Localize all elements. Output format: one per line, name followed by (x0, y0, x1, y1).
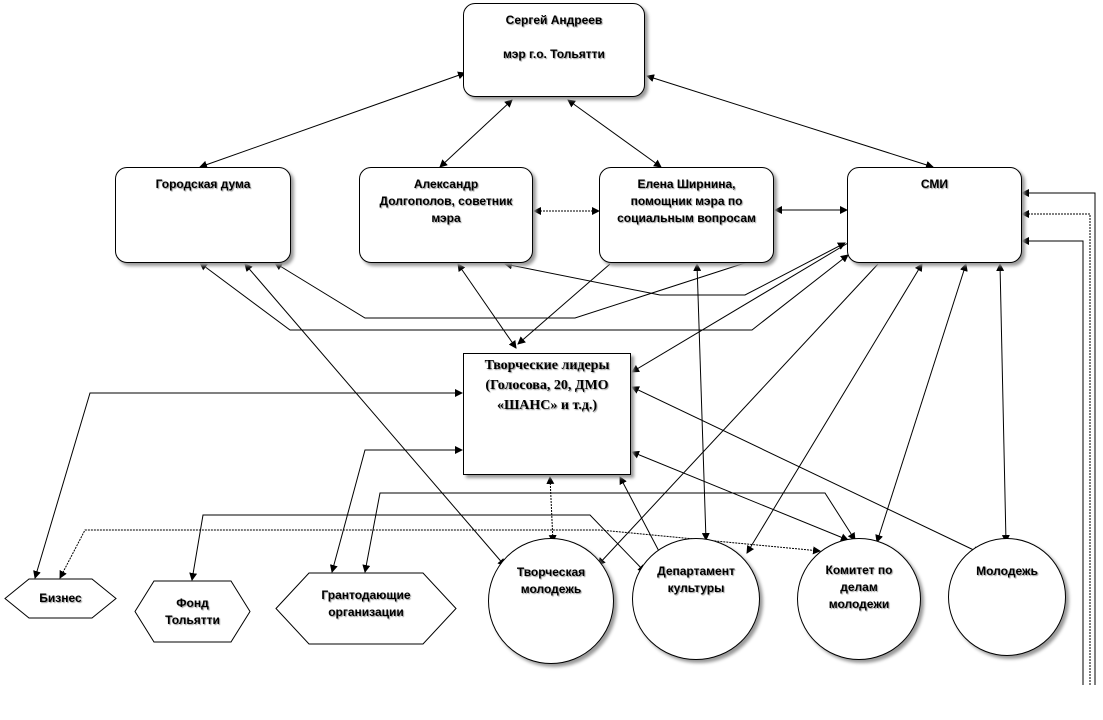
hexagon-shape (275, 572, 457, 645)
culture-line-1: Департамент (657, 564, 735, 578)
edge-smi-youth (996, 263, 1010, 543)
smi-label: СМИ (920, 177, 949, 191)
edge-leaders-creative-youth (546, 476, 557, 543)
leaders-line-3: «ШАНС» и т.д.) (496, 398, 598, 413)
edge-leaders-youth (631, 386, 981, 554)
node-mayor: Сергей Андреев мэр г.о. Тольятти (463, 3, 645, 97)
edge-leaders-grants (329, 446, 463, 573)
edge-leaders-culture (619, 476, 663, 558)
dolgopolov-line-2: Долгополов, советник (379, 194, 513, 208)
node-dolgopolov: Александр Долгополов, советник мэра (359, 167, 533, 263)
edge-shirnina-leaders (517, 263, 611, 345)
youth-label: Молодежь (976, 564, 1038, 578)
edge-duma-smi-2 (274, 261, 749, 319)
edge-grants-committee (362, 492, 856, 573)
hexagon-shape (4, 578, 117, 619)
node-city-duma: Городская дума (115, 167, 291, 263)
culture-line-2: культуры (667, 581, 725, 595)
edge-leaders-business (33, 389, 463, 579)
hexagon-shape (134, 580, 251, 643)
committee-line-1: Комитет по (825, 563, 893, 577)
shirnina-line-2: помощник мэра по (630, 194, 743, 208)
leaders-line-1: Творческие лидеры (484, 358, 610, 373)
creative-youth-line-1: Творческая (516, 565, 586, 579)
shirnina-line-1: Елена Ширнина, (637, 177, 736, 191)
edge-mayor-smi (646, 74, 934, 169)
node-business: Бизнес (4, 578, 117, 619)
edge-shirnina-culture (693, 263, 710, 541)
fund-line-1: Фонд (176, 595, 209, 610)
edge-right-feed-2 (1021, 210, 1091, 685)
edge-right-feed-3 (1021, 237, 1084, 685)
mayor-name: Сергей Андреев (505, 13, 603, 27)
edge-mayor-dolgopolov (439, 99, 513, 168)
committee-line-3: молодежи (828, 597, 890, 611)
edge-dolgopolov-leaders (457, 263, 517, 349)
node-creative-leaders: Творческие лидеры (Голосова, 20, ДМО «ША… (463, 353, 631, 475)
node-smi: СМИ (847, 167, 1022, 263)
edge-right-feed-1 (1021, 189, 1096, 685)
node-fund-togliatti: Фонд Тольятти (134, 580, 251, 643)
edge-smi-committee (875, 263, 968, 543)
duma-label: Городская дума (155, 177, 251, 191)
mayor-role: мэр г.о. Тольятти (503, 47, 605, 61)
dolgopolov-line-3: мэра (431, 211, 461, 225)
node-youth-committee: Комитет по делам молодежи (797, 538, 921, 660)
dolgopolov-line-1: Александр (413, 177, 479, 191)
grants-line-1: Грантодающие (321, 587, 411, 602)
grants-line-2: организации (328, 604, 404, 619)
node-creative-youth: Творческая молодежь (488, 538, 614, 664)
leaders-line-2: (Голосова, 20, ДМО (485, 378, 609, 393)
committee-line-2: делам (840, 580, 878, 594)
node-youth: Молодежь (948, 538, 1066, 656)
fund-line-2: Тольятти (165, 612, 220, 627)
edge-mayor-duma (199, 71, 466, 169)
edge-mayor-shirnina (567, 99, 662, 168)
node-grant-organizations: Грантодающие организации (275, 572, 457, 645)
creative-youth-line-2: молодежь (520, 582, 582, 596)
shirnina-line-3: социальным вопросам (617, 211, 756, 225)
edge-leaders-committee (631, 450, 849, 542)
node-shirnina: Елена Ширнина, помощник мэра по социальн… (599, 167, 774, 263)
node-culture-dept: Департамент культуры (632, 538, 760, 660)
business-label: Бизнес (39, 591, 82, 605)
